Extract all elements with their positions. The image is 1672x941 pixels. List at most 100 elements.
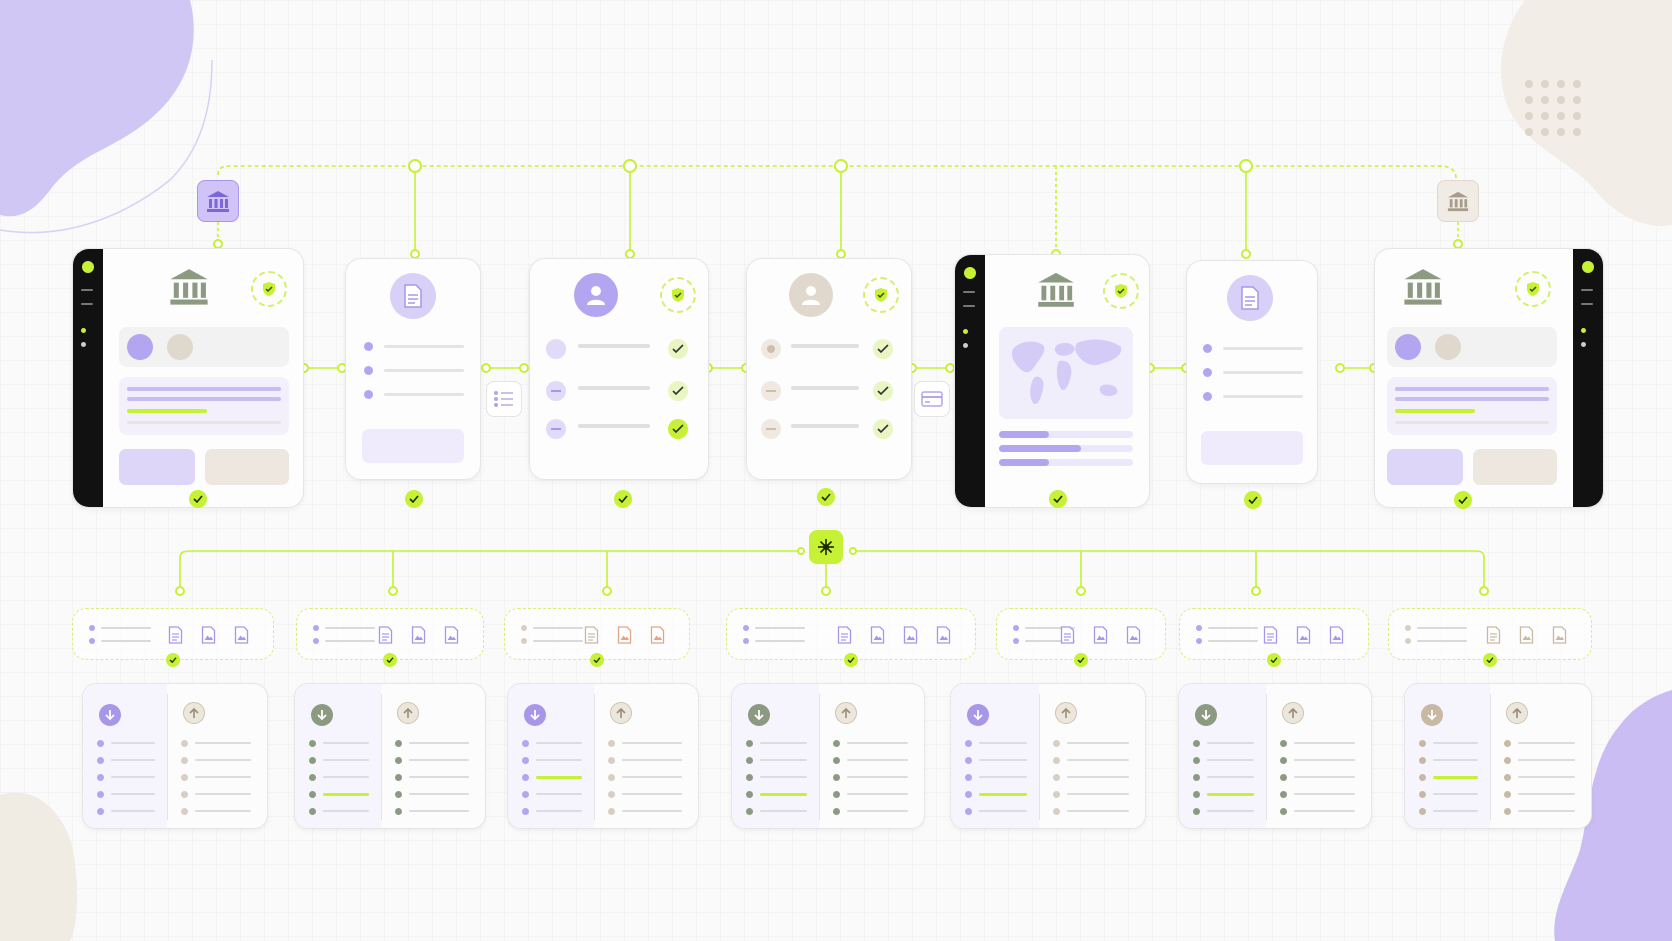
- step-complete-check: [1074, 653, 1088, 667]
- stat-bar-1: [999, 431, 1049, 438]
- list-item-line: [1518, 759, 1575, 761]
- transfer-card[interactable]: [1178, 683, 1372, 829]
- step-complete-check: [1049, 490, 1067, 508]
- list-item-line: [536, 810, 582, 812]
- primary-action-button[interactable]: [119, 449, 195, 485]
- document-icon: [1241, 286, 1259, 310]
- image-icon: [1093, 626, 1108, 644]
- profile-card-1[interactable]: [529, 258, 709, 480]
- document-icon-circle: [1227, 275, 1273, 321]
- list-item-line: [622, 776, 682, 778]
- step-complete-check: [189, 490, 207, 508]
- list-item-line: [979, 742, 1027, 744]
- upload-icon[interactable]: [1282, 702, 1304, 724]
- transfer-card[interactable]: [731, 683, 925, 829]
- document-bundle-tile[interactable]: [996, 608, 1166, 660]
- upload-icon[interactable]: [183, 702, 205, 724]
- document-bundle-tile[interactable]: [72, 608, 274, 660]
- list-item-line: [409, 776, 469, 778]
- stat-bar-2: [999, 445, 1081, 452]
- decorative-blob-bottom-right: [1554, 690, 1672, 941]
- submit-button[interactable]: [1201, 431, 1303, 465]
- transfer-card[interactable]: [294, 683, 486, 829]
- document-bundle-tile[interactable]: [726, 608, 976, 660]
- document-icon: [404, 284, 422, 308]
- download-icon[interactable]: [311, 704, 333, 726]
- payment-panel: [914, 381, 950, 417]
- download-icon[interactable]: [748, 704, 770, 726]
- list-item-line: [1294, 742, 1355, 744]
- transfer-card[interactable]: [950, 683, 1146, 829]
- list-item-line: [979, 759, 1027, 761]
- transfer-card[interactable]: [507, 683, 699, 829]
- upload-icon[interactable]: [1055, 702, 1077, 724]
- list-item-line: [979, 793, 1027, 796]
- world-map-card[interactable]: [954, 254, 1150, 508]
- document-icon: [378, 626, 393, 644]
- list-item-line: [1067, 759, 1129, 761]
- check-badge: [873, 419, 893, 439]
- transfer-card[interactable]: [1404, 683, 1592, 829]
- upload-icon[interactable]: [397, 702, 419, 724]
- document-card-1[interactable]: [345, 258, 481, 480]
- secondary-action-button[interactable]: [205, 449, 289, 485]
- step-complete-check: [383, 653, 397, 667]
- document-card-2[interactable]: [1186, 260, 1318, 484]
- download-icon[interactable]: [99, 704, 121, 726]
- transfer-card[interactable]: [82, 683, 268, 829]
- list-item-line: [323, 759, 369, 761]
- document-bundle-tile[interactable]: [1179, 608, 1369, 660]
- step-complete-check: [844, 653, 858, 667]
- image-icon: [411, 626, 426, 644]
- stat-bar-3: [999, 459, 1049, 466]
- list-item-line: [760, 793, 807, 796]
- avatar-purple: [127, 334, 153, 360]
- list-item-line: [847, 742, 908, 744]
- list-item-line: [195, 742, 251, 744]
- download-icon[interactable]: [1421, 704, 1443, 726]
- list-item-line: [1067, 810, 1129, 812]
- download-icon[interactable]: [1195, 704, 1217, 726]
- list-item-line: [195, 810, 251, 812]
- security-shield-badge: [1103, 273, 1139, 309]
- list-item-line: [323, 810, 369, 812]
- list-item-line: [1067, 776, 1129, 778]
- list-item-line: [111, 759, 155, 761]
- list-item-line: [1207, 742, 1254, 744]
- document-icon: [1060, 626, 1075, 644]
- user-icon: [587, 286, 605, 305]
- shield-check-icon: [875, 288, 887, 302]
- progress-panel: [1387, 377, 1557, 435]
- download-icon[interactable]: [524, 704, 546, 726]
- list-item-line: [760, 776, 807, 778]
- list-item-line: [847, 759, 908, 761]
- list-item-line: [323, 742, 369, 744]
- upload-icon[interactable]: [1506, 702, 1528, 724]
- list-item-line: [1518, 810, 1575, 812]
- upload-icon[interactable]: [835, 702, 857, 724]
- document-bundle-tile[interactable]: [296, 608, 484, 660]
- dark-sidebar: [955, 255, 985, 507]
- dashboard-card-left[interactable]: [72, 248, 304, 508]
- step-complete-check: [1244, 491, 1262, 509]
- step-complete-check: [1483, 653, 1497, 667]
- profile-card-2[interactable]: [746, 258, 912, 480]
- primary-action-button[interactable]: [1387, 449, 1463, 485]
- decorative-blob-bottom-left: [0, 792, 78, 941]
- step-complete-check: [166, 653, 180, 667]
- submit-button[interactable]: [362, 429, 464, 463]
- user-avatar: [574, 273, 618, 317]
- document-icon: [1263, 626, 1278, 644]
- list-item-line: [979, 776, 1027, 778]
- download-icon[interactable]: [967, 704, 989, 726]
- list-item-line: [1433, 776, 1478, 779]
- secondary-action-button[interactable]: [1473, 449, 1557, 485]
- list-item-line: [1518, 793, 1575, 795]
- upload-icon[interactable]: [610, 702, 632, 724]
- document-bundle-tile[interactable]: [504, 608, 690, 660]
- list-item-line: [1433, 793, 1478, 795]
- dashboard-card-right[interactable]: [1374, 248, 1604, 508]
- bank-icon: [170, 269, 208, 305]
- document-icon: [837, 626, 852, 644]
- list-panel: [486, 381, 522, 417]
